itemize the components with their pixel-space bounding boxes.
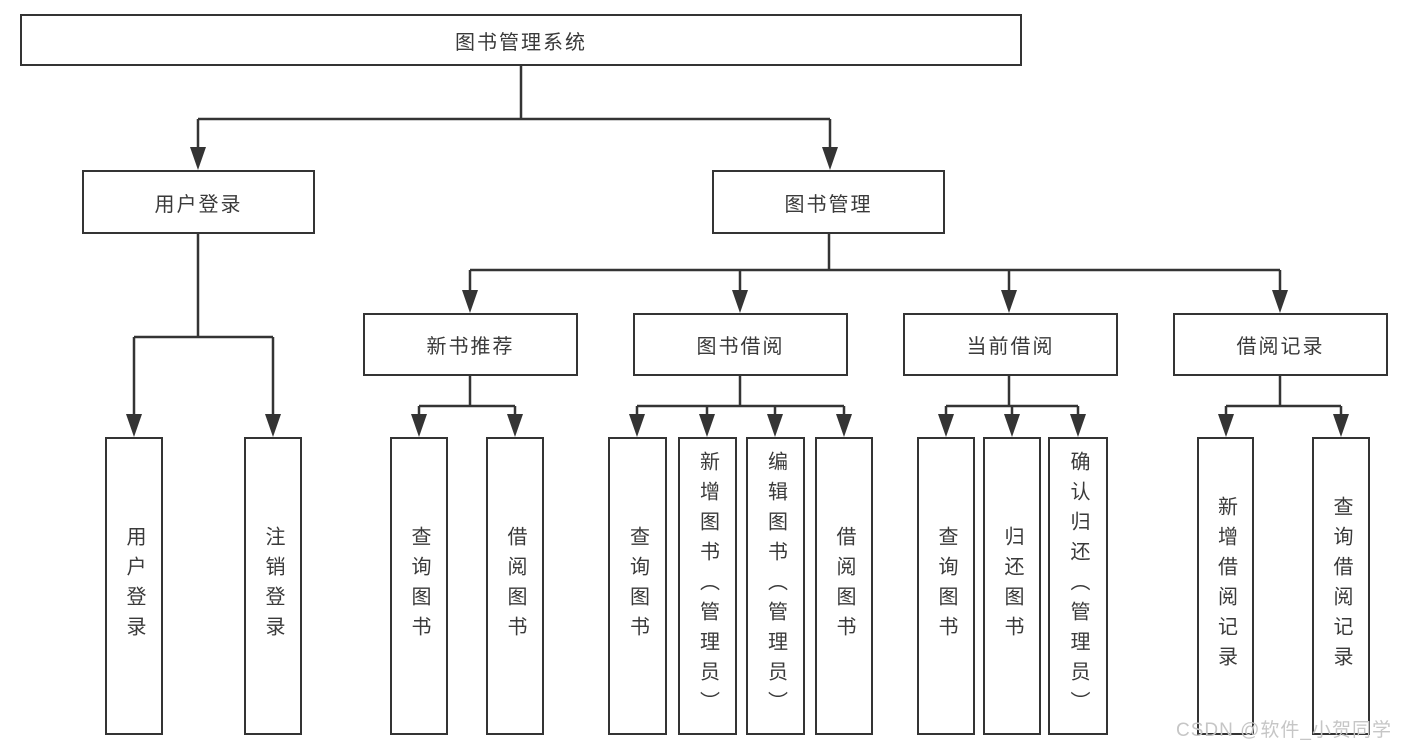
node-book-management: 图书管理	[712, 170, 945, 234]
arrowhead-icon	[265, 414, 281, 437]
node-leaf-records-query-record: 查询借阅记录	[1312, 437, 1370, 735]
arrowhead-icon	[732, 290, 748, 313]
arrowhead-icon	[1333, 414, 1349, 437]
node-leaf-logout: 注销登录	[244, 437, 302, 735]
node-leaf-recommend-query-book: 查询图书	[390, 437, 448, 735]
node-root: 图书管理系统	[20, 14, 1022, 66]
node-leaf-records-query-record-label: 查询借阅记录	[1330, 496, 1352, 676]
arrowhead-icon	[1070, 414, 1086, 437]
arrowhead-icon	[462, 290, 478, 313]
node-borrowing-records-label: 借阅记录	[1236, 336, 1325, 358]
node-leaf-borrowing-add-book: 新增图书（管理员）	[678, 437, 737, 735]
node-leaf-current-return-book-label: 归还图书	[1001, 526, 1023, 646]
arrowheads	[126, 147, 1349, 437]
arrowhead-icon	[822, 147, 838, 170]
node-leaf-user-login: 用户登录	[105, 437, 163, 735]
node-leaf-recommend-borrow-book-label: 借阅图书	[504, 526, 526, 646]
node-user-login-label: 用户登录	[154, 193, 243, 216]
node-book-borrowing: 图书借阅	[633, 313, 848, 376]
arrowhead-icon	[190, 147, 206, 170]
arrowhead-icon	[1004, 414, 1020, 437]
node-leaf-logout-label: 注销登录	[262, 526, 284, 646]
node-leaf-borrowing-add-book-label: 新增图书（管理员）	[696, 451, 719, 721]
node-new-book-recommend-label: 新书推荐	[426, 336, 515, 358]
node-leaf-borrowing-edit-book: 编辑图书（管理员）	[746, 437, 805, 735]
arrowhead-icon	[699, 414, 715, 437]
node-leaf-records-add-record-label: 新增借阅记录	[1214, 496, 1237, 676]
node-book-management-label: 图书管理	[784, 193, 873, 216]
node-leaf-current-return-book: 归还图书	[983, 437, 1041, 735]
node-root-label: 图书管理系统	[455, 31, 587, 54]
arrowhead-icon	[1218, 414, 1234, 437]
node-current-borrowing: 当前借阅	[903, 313, 1118, 376]
arrowhead-icon	[507, 414, 523, 437]
node-new-book-recommend: 新书推荐	[363, 313, 578, 376]
watermark: CSDN @软件_小贺同学	[1176, 720, 1392, 741]
arrowhead-icon	[767, 414, 783, 437]
node-leaf-records-add-record: 新增借阅记录	[1197, 437, 1254, 735]
node-leaf-recommend-borrow-book: 借阅图书	[486, 437, 544, 735]
node-leaf-borrowing-edit-book-label: 编辑图书（管理员）	[764, 451, 787, 721]
node-leaf-current-query-book-label: 查询图书	[935, 526, 957, 646]
node-leaf-current-query-book: 查询图书	[917, 437, 975, 735]
arrowhead-icon	[938, 414, 954, 437]
node-leaf-current-confirm-return-label: 确认归还（管理员）	[1067, 451, 1089, 721]
node-leaf-borrowing-query-book-label: 查询图书	[626, 526, 649, 646]
node-leaf-recommend-query-book-label: 查询图书	[408, 526, 430, 646]
node-leaf-user-login-label: 用户登录	[123, 526, 145, 646]
arrowhead-icon	[1001, 290, 1017, 313]
node-leaf-borrowing-borrow-book: 借阅图书	[815, 437, 873, 735]
node-leaf-borrowing-borrow-book-label: 借阅图书	[833, 526, 855, 646]
node-borrowing-records: 借阅记录	[1173, 313, 1388, 376]
node-book-borrowing-label: 图书借阅	[696, 336, 785, 358]
node-user-login: 用户登录	[82, 170, 315, 234]
node-current-borrowing-label: 当前借阅	[966, 336, 1055, 358]
node-leaf-current-confirm-return: 确认归还（管理员）	[1048, 437, 1108, 735]
arrowhead-icon	[629, 414, 645, 437]
node-leaf-borrowing-query-book: 查询图书	[608, 437, 667, 735]
arrowhead-icon	[836, 414, 852, 437]
arrowhead-icon	[126, 414, 142, 437]
arrowhead-icon	[1272, 290, 1288, 313]
arrowhead-icon	[411, 414, 427, 437]
